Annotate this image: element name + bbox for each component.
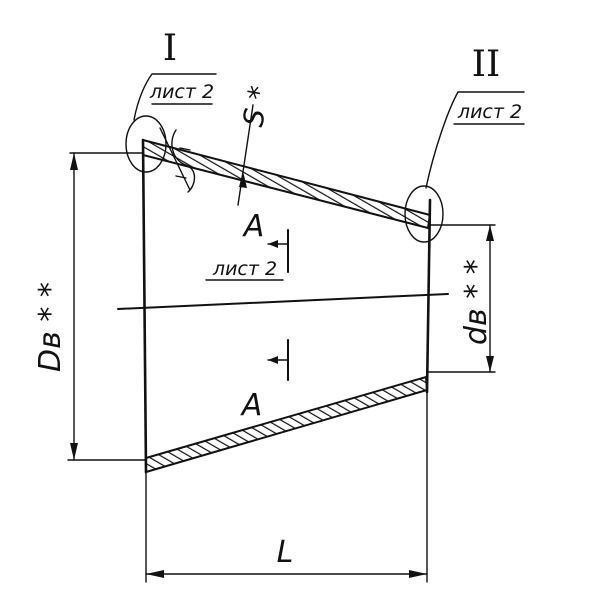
detail-II-label: II — [472, 44, 500, 85]
dim-d-arrow-top — [486, 225, 494, 241]
section-letter-top: A — [242, 209, 265, 244]
detail-I-label: I — [163, 28, 177, 69]
detail-I-leader — [133, 73, 217, 121]
detail-I-sheet-ref: лист 2 — [149, 81, 214, 103]
large-diameter-label: Dв * * — [33, 282, 68, 372]
dim-L-arrow-right — [409, 570, 427, 578]
section-arrow-top — [268, 240, 278, 248]
dim-D-arrow-top — [70, 153, 78, 170]
weld-symbol — [159, 127, 196, 193]
dim-S-arrow — [239, 171, 247, 188]
detail-II-sheet-ref: лист 2 — [457, 101, 522, 123]
section-arrow-bottom — [268, 356, 278, 364]
bottom-wall-section — [145, 375, 429, 474]
dim-L-arrow-left — [146, 570, 164, 578]
large-end-edge — [141, 138, 148, 474]
dim-d-arrow-bottom — [486, 356, 494, 372]
small-end-edge — [425, 198, 432, 394]
section-letter-bottom: A — [240, 388, 263, 423]
top-wall-section — [142, 138, 432, 230]
axis-line — [117, 293, 449, 310]
section-sheet-ref: лист 2 — [212, 258, 277, 280]
detail-I-circle — [125, 115, 167, 173]
length-label: L — [277, 535, 294, 570]
detail-II-leader — [425, 91, 525, 189]
dim-S-line — [237, 104, 254, 206]
detail-II-circle — [404, 185, 444, 243]
dim-D-arrow-bottom — [70, 443, 78, 460]
thickness-label: S * — [236, 83, 276, 129]
small-diameter-label: dв * * — [459, 259, 494, 345]
